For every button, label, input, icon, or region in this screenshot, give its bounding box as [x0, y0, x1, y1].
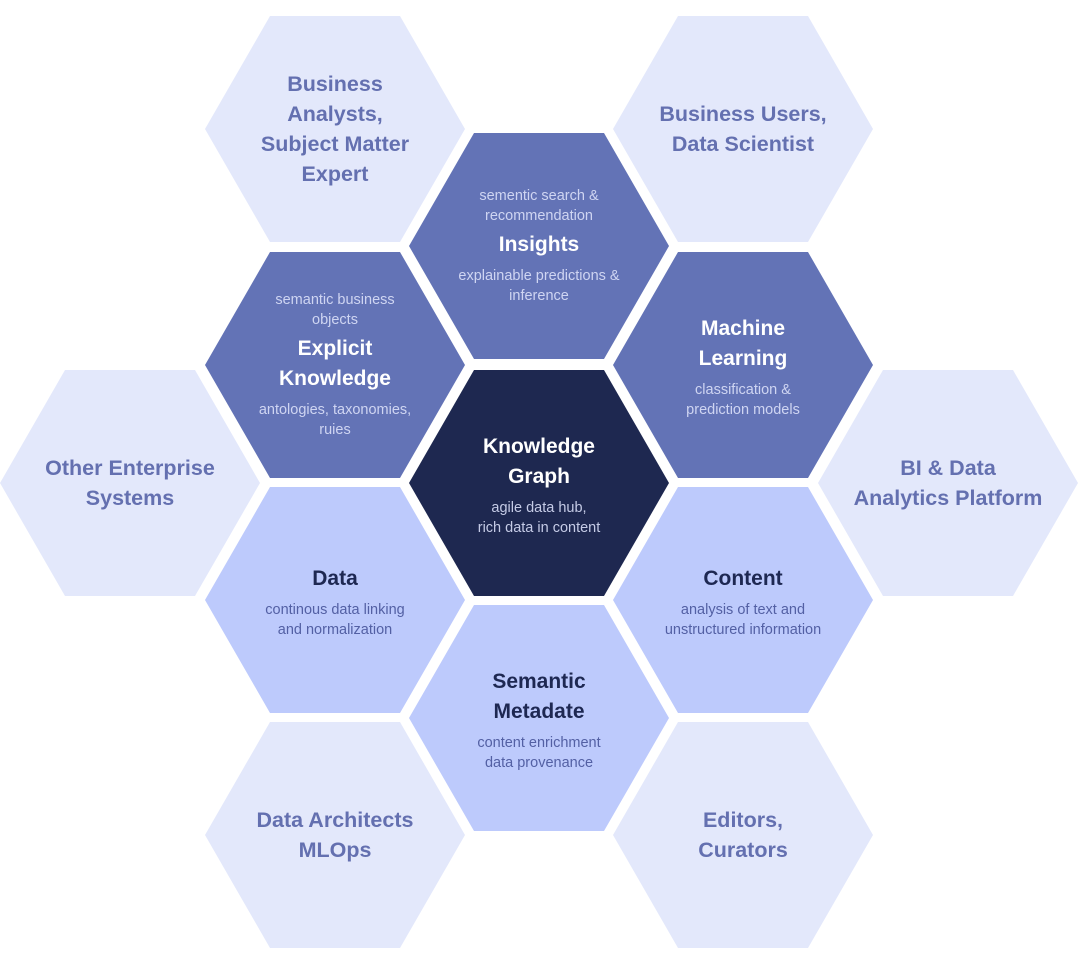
hex-knowledge-graph: Knowledge Graph agile data hub, rich dat…	[409, 370, 669, 596]
hex-subtext: ruies	[319, 422, 351, 438]
hexagon-shape	[613, 722, 873, 948]
hex-label-line: Data Architects	[256, 808, 414, 832]
hex-label-line: Data Scientist	[671, 132, 815, 156]
hexagon-shape	[409, 133, 669, 359]
hex-label-line: MLOps	[298, 838, 372, 862]
hex-title: Data	[312, 567, 358, 590]
hex-other-enterprise-systems: Other Enterprise Systems	[0, 370, 260, 596]
hex-subtext: explainable predictions &	[458, 268, 620, 284]
hex-label-line: BI & Data	[900, 456, 996, 480]
hexagon-shape	[818, 370, 1078, 596]
hex-title: Insights	[498, 233, 580, 256]
hex-subtext: semantic business	[275, 292, 395, 308]
hex-bi-analytics-platform: BI & Data Analytics Platform	[818, 370, 1078, 596]
hex-semantic-metadata: Semantic Metadate content enrichment dat…	[409, 605, 669, 831]
hex-label-line: Other Enterprise	[45, 456, 215, 480]
hex-title: Explicit	[297, 337, 373, 360]
hex-title: Machine	[700, 317, 786, 340]
hex-subtext: classification &	[695, 382, 791, 398]
hex-label-line: Curators	[698, 838, 788, 862]
hex-insights: sementic search & recommendation Insight…	[409, 133, 669, 359]
hex-business-analysts: Business Analysts, Subject Matter Expert	[205, 16, 465, 242]
hex-label-line: Editors,	[702, 808, 784, 832]
hex-subtext: sementic search &	[479, 188, 599, 204]
hex-title: Metadate	[493, 700, 585, 723]
hexagon-shape	[205, 252, 465, 478]
hex-label-line: Systems	[85, 486, 175, 510]
hex-label-line: Business Analysts,	[287, 72, 383, 126]
hex-explicit-knowledge: semantic business objects Explicit Knowl…	[205, 252, 465, 478]
hexagon-shape	[613, 252, 873, 478]
hex-title: Content	[703, 567, 783, 590]
hex-data-architects: Data Architects MLOps	[205, 722, 465, 948]
hex-subtext: unstructured information	[664, 622, 822, 638]
hex-subtext: data provenance	[484, 755, 594, 771]
hexagon-shape	[409, 605, 669, 831]
hex-label-line: Analytics Platform	[853, 486, 1043, 510]
hexagon-shape	[409, 370, 669, 596]
hex-label-line: Business Users,	[659, 102, 827, 126]
hexagon-shape	[613, 16, 873, 242]
hex-subtext: objects	[312, 312, 358, 328]
hex-subtext: recommendation	[485, 208, 593, 224]
hex-data: Data continous data linking and normaliz…	[205, 487, 465, 713]
hex-subtext: prediction models	[686, 402, 800, 418]
hex-editors-curators: Editors, Curators	[613, 722, 873, 948]
hex-title: Learning	[698, 347, 788, 370]
hex-content: Content analysis of text and unstructure…	[613, 487, 873, 713]
hex-subtext: inference	[509, 288, 569, 304]
hex-subtext: analysis of text and	[680, 602, 806, 618]
hex-subtext: agile data hub,	[491, 500, 587, 516]
hexagon-shape	[613, 487, 873, 713]
hex-label-line: Subject Matter	[260, 132, 410, 156]
hex-label-line: Expert	[301, 162, 369, 186]
hexagon-shape	[205, 487, 465, 713]
hex-machine-learning: Machine Learning classification & predic…	[613, 252, 873, 478]
hex-subtext: continous data linking	[265, 602, 405, 618]
hex-title: Graph	[508, 465, 570, 488]
hex-title: Semantic	[492, 670, 586, 693]
hexagon-shape	[205, 722, 465, 948]
hex-business-users: Business Users, Data Scientist	[613, 16, 873, 242]
hex-subtext: antologies, taxonomies,	[258, 402, 412, 418]
hexagon-shape	[205, 16, 465, 242]
hex-title: Knowledge	[482, 435, 595, 458]
hex-subtext: rich data in content	[477, 520, 601, 536]
hex-subtext: and normalization	[277, 622, 393, 638]
hex-title: Knowledge	[278, 367, 391, 390]
hex-subtext: content enrichment	[477, 735, 601, 751]
hexagon-shape	[0, 370, 260, 596]
